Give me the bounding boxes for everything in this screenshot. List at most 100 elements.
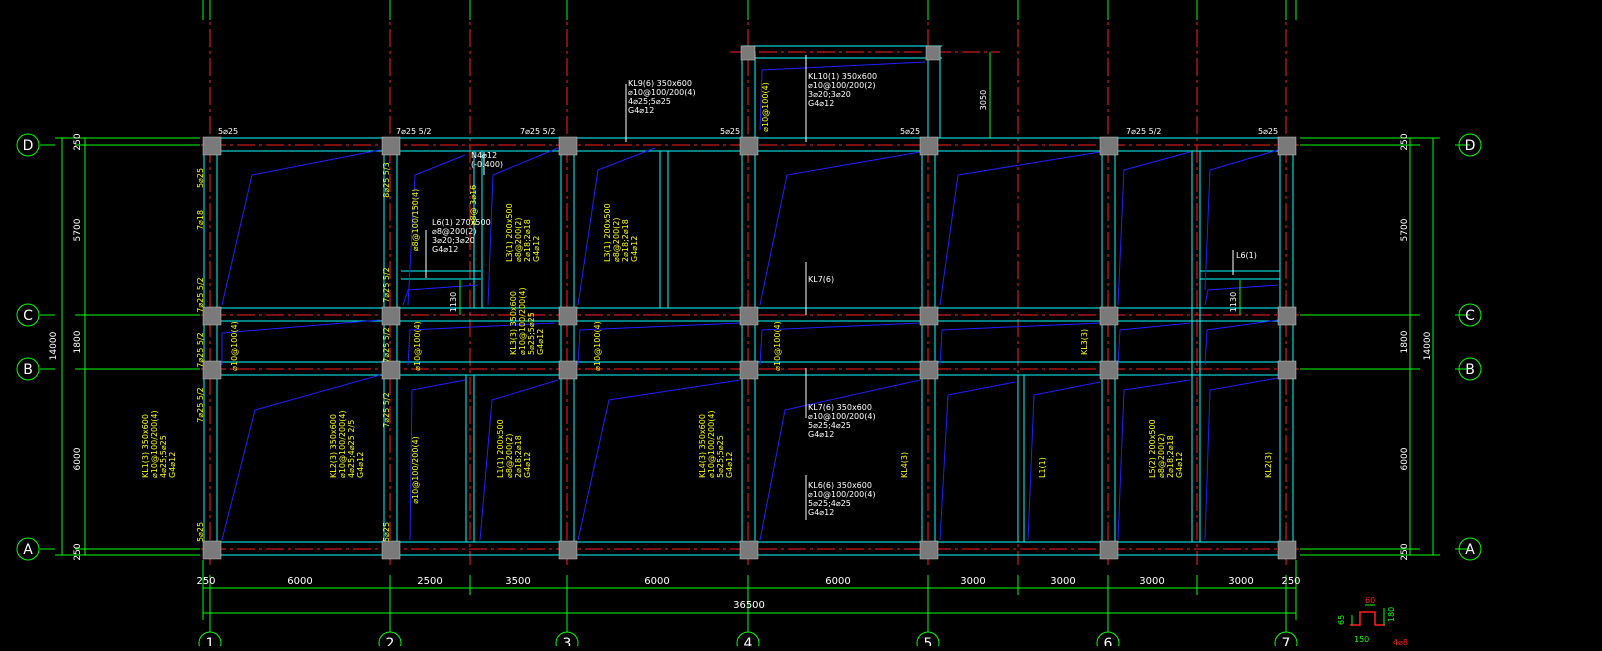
bottom-dim: 3500 (505, 576, 530, 587)
detail-dim-150: 150 (1354, 635, 1369, 644)
axis-bubble-A-right[interactable]: A (1458, 537, 1482, 561)
bottom-dim: 6000 (644, 576, 669, 587)
annotation-kl9-line: KL9(6) 350x600 (628, 79, 692, 88)
right-total-dim: 14000 (1423, 331, 1433, 360)
axis-circle (16, 537, 40, 561)
axis-bubble-3[interactable]: 3 (555, 631, 579, 651)
dimension-lines (40, 0, 1470, 632)
annotation-kl2-line: 4⌀25;4⌀25 2/5 (347, 420, 356, 478)
annotation-l1-line: G4⌀12 (523, 452, 532, 478)
top-rebar-label: 5⌀25 (1258, 127, 1278, 136)
annotation-kl4-line: 5⌀25;5⌀25 (716, 435, 725, 478)
bottom-dim: 6000 (287, 576, 312, 587)
bottom-dim: 6000 (825, 576, 850, 587)
annotation-kl4-line: G4⌀12 (725, 452, 734, 478)
right-dim: 250 (1400, 543, 1410, 560)
bottom-dim: 3000 (1050, 576, 1075, 587)
annotation-kl1-line: 4⌀25;5⌀25 (159, 435, 168, 478)
annotation-kl3-right: KL3(3) (1080, 329, 1089, 355)
axis-bubble-D-left[interactable]: D (16, 133, 40, 157)
annotation-l1-line: 2⌀18;2⌀18 (514, 435, 523, 478)
annotation-kl4-line: ⌀10@100/200(4) (707, 410, 716, 478)
annotation-kl7b: KL7(6) 350x600⌀10@100/200(4)5⌀25;4⌀25G4⌀… (808, 403, 876, 439)
axis-bubble-A-left[interactable]: A (16, 537, 40, 561)
left-dim: 250 (73, 543, 83, 560)
annotation-kl6-line: ⌀10@100/200(4) (808, 490, 876, 499)
axis2-rebar-label: 7⌀25 5/2 (382, 267, 391, 303)
axis-circle (1458, 537, 1482, 561)
axis-circle (916, 631, 940, 651)
axis-bubble-D-right[interactable]: D (1458, 133, 1482, 157)
axis-bubble-6[interactable]: 6 (1096, 631, 1120, 651)
annotation-kl7: KL7(6) (808, 275, 834, 284)
annotation-l6-top-line: ⌀8@200(2) (432, 227, 477, 236)
bottom-total-dim: 36500 (733, 600, 765, 611)
annotation-kl4-short: KL4(3) (900, 452, 909, 478)
annotation-kl7b-line: G4⌀12 (808, 430, 834, 439)
axis-circle (16, 303, 40, 327)
axis-circle (198, 631, 222, 651)
annotation-l6-right: L6(1) (1236, 251, 1257, 260)
left-rebar-label: 5⌀25 (196, 168, 205, 188)
stirrup-2ab-label: ⌀10@100/200(4) (411, 436, 420, 504)
stirrup-top-label: ⌀10@100(4) (761, 82, 770, 132)
axis-bubble-label: B (23, 362, 33, 378)
left-rebar-label: 7⌀18 (196, 210, 205, 230)
axis-bubble-7[interactable]: 7 (1274, 631, 1298, 651)
right-dim: 5700 (1400, 218, 1410, 241)
left-rebar-label: 7⌀25 5/2 (196, 332, 205, 368)
annotation-kl2-line: ⌀10@100/200(4) (338, 410, 347, 478)
axis-bubble-2[interactable]: 2 (378, 631, 402, 651)
stirrup-label: ⌀10@100(4) (413, 321, 422, 371)
right-dim: 6000 (1400, 447, 1410, 470)
detail-dim-60: 60 (1365, 596, 1375, 605)
axis-bubble-5[interactable]: 5 (916, 631, 940, 651)
top-rebar-label: 5⌀25 (218, 127, 238, 136)
right-dim: 250 (1400, 133, 1410, 150)
annotation-l6-top-line: 3⌀20;3⌀20 (432, 236, 475, 245)
axis-bubbles-x: 1 2 3 4 5 6 7 (198, 631, 1298, 651)
left-dim: 250 (73, 133, 83, 150)
annotation-kl2-short: KL2(3) (1264, 452, 1273, 478)
annotation-l6-vert: ⌀8@ 3⌀16 (469, 185, 478, 226)
detail-label: 4⌀8 (1393, 638, 1408, 646)
bottom-dim: 250 (196, 576, 215, 587)
axis-bubble-C-right[interactable]: C (1458, 303, 1482, 327)
axis2-rebar-label: 5⌀25 (382, 522, 391, 542)
axis-circle (16, 133, 40, 157)
annotation-n4-line: (-0.400) (471, 160, 503, 169)
axis-bubble-C-left[interactable]: C (16, 303, 40, 327)
annotation-l3-line: ⌀8@200(2) (514, 217, 523, 262)
right-dim: 1800 (1400, 330, 1410, 353)
annotation-l5-line: G4⌀12 (1175, 452, 1184, 478)
left-dim: 5700 (73, 218, 83, 241)
annotation-kl7b-line: KL7(6) 350x600 (808, 403, 872, 412)
annotation-l3-line: 2⌀18;2⌀18 (523, 219, 532, 262)
annotation-kl9-line: ⌀10@100/200(4) (628, 88, 696, 97)
axis-bubble-B-left[interactable]: B (16, 357, 40, 381)
axis2-rebar-label: 7⌀25 5/2 (382, 392, 391, 428)
left-rebar-label: 7⌀25 5/2 (196, 387, 205, 423)
axis-bubble-B-right[interactable]: B (1458, 357, 1482, 381)
annotation-kl10-line: 3⌀20;3⌀20 (808, 90, 851, 99)
annotation-l6-top-line: L6(1) 270x500 (432, 218, 491, 227)
annotation-kl2-line: G4⌀12 (356, 452, 365, 478)
annotation-kl1-line: G4⌀12 (168, 452, 177, 478)
axis-circle (736, 631, 760, 651)
axis-bubble-label: 7 (1282, 636, 1291, 646)
axis-bubble-1[interactable]: 1 (198, 631, 222, 651)
annotation-l1-line: L1(1) 200x500 (496, 419, 505, 478)
stirrup-label: ⌀10@100(4) (773, 321, 782, 371)
axis-circle (1458, 357, 1482, 381)
axis-bubble-4[interactable]: 4 (736, 631, 760, 651)
annotation-kl3-line: KL3(3) 350x600 (509, 291, 518, 355)
axis-bubble-label: 4 (744, 636, 753, 646)
axis-bubble-label: 6 (1104, 636, 1113, 646)
axis2-rebar-label: 8⌀25 5/3 (382, 162, 391, 198)
